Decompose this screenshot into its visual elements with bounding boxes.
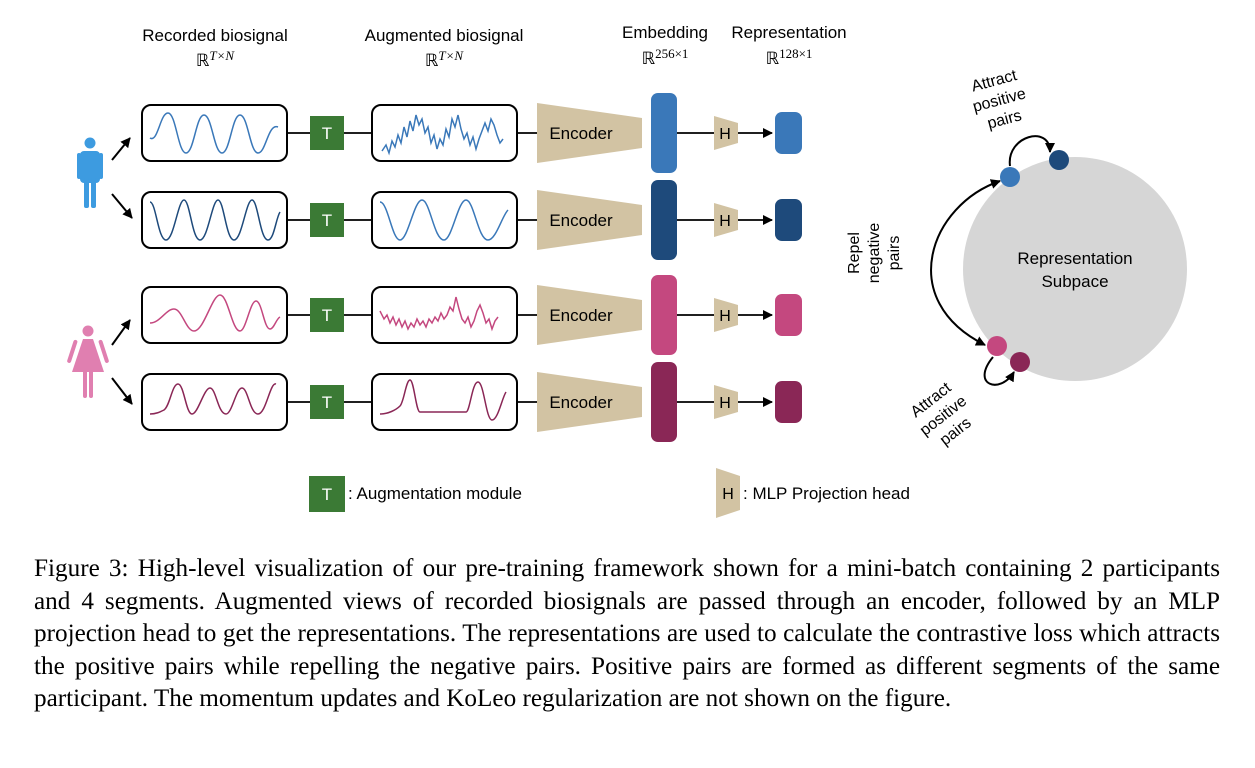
subspace-label-line1: Representation <box>1017 249 1132 268</box>
recorded-signal-trace <box>149 294 281 332</box>
augmented-biosignal-title: Augmented biosignal <box>365 26 524 45</box>
augmented-signal-box <box>371 286 518 344</box>
embedding-point-pink-light <box>987 336 1007 356</box>
legend-projection-head-text: : MLP Projection head <box>743 484 910 503</box>
augmented-biosignal-dimension: ℝT×N <box>425 48 464 70</box>
attract-top-label: Attract positive pairs <box>970 67 1028 133</box>
representation-vector <box>775 199 802 241</box>
embedding-bar <box>651 93 677 173</box>
recorded-signal-box <box>141 191 288 249</box>
representation-vector <box>775 381 802 423</box>
encoder-block <box>537 285 642 345</box>
encoder-block <box>537 372 642 432</box>
augmented-signal-trace <box>379 296 499 332</box>
pipeline-row-3: T Encoder H <box>141 275 802 355</box>
augmentation-module-label: T <box>322 393 332 412</box>
representation-title: Representation <box>731 23 846 42</box>
embedding-bar <box>651 362 677 442</box>
legend-projection-head-symbol <box>716 468 740 518</box>
embedding-dimension: ℝ256×1 <box>642 46 689 68</box>
representation-vector <box>775 294 802 336</box>
male-participant-icon <box>77 137 103 208</box>
embedding-point-blue-light <box>1000 167 1020 187</box>
svg-text:Repel: Repel <box>846 232 863 274</box>
attract-top-arrow <box>1008 135 1055 167</box>
projection-head-label: H <box>719 395 731 412</box>
encoder-block <box>537 103 642 163</box>
augmentation-module-T <box>310 298 344 332</box>
augmented-signal-box <box>371 191 518 249</box>
augmentation-module-T <box>310 116 344 150</box>
representation-dimension: ℝ128×1 <box>766 46 813 68</box>
encoder-block <box>537 190 642 250</box>
framework-diagram: Recorded biosignal ℝT×N Augmented biosig… <box>67 23 1187 518</box>
recorded-signal-box <box>141 373 288 431</box>
projection-head-H <box>714 116 738 150</box>
repel-arrow <box>930 180 1001 346</box>
subspace-circle <box>963 157 1187 381</box>
svg-text:negative: negative <box>866 223 883 284</box>
representation-subspace: Representation Subpace Attract positive … <box>846 67 1187 449</box>
recorded-signal-trace <box>149 383 277 415</box>
pipeline-row-4: T Encoder H <box>141 362 802 442</box>
projection-head-label: H <box>719 126 731 143</box>
attract-bottom-label: Attract positive pairs <box>908 379 975 449</box>
pipeline-row-1: T Encoder H <box>141 93 802 173</box>
embedding-point-blue-dark <box>1049 150 1069 170</box>
augmentation-module-T <box>310 203 344 237</box>
projection-head-label: H <box>719 213 731 230</box>
embedding-point-pink-dark <box>1010 352 1030 372</box>
recorded-signal-trace <box>149 199 281 241</box>
projection-head-label: H <box>719 308 731 325</box>
recorded-signal-box <box>141 104 288 162</box>
encoder-label: Encoder <box>549 211 613 230</box>
augmented-signal-trace <box>379 199 509 241</box>
projection-head-H <box>714 385 738 419</box>
female-participant-icon <box>67 325 109 398</box>
repel-label: Repel negative pairs <box>846 223 903 284</box>
legend-augmentation-symbol-label: T <box>322 485 332 504</box>
projection-head-H <box>714 298 738 332</box>
legend-augmentation-symbol <box>309 476 345 512</box>
subspace-label-line2: Subpace <box>1041 272 1108 291</box>
embedding-bar <box>651 180 677 260</box>
augmented-signal-box <box>371 373 518 431</box>
encoder-label: Encoder <box>549 124 613 143</box>
svg-text:pairs: pairs <box>886 236 903 271</box>
recorded-signal-box <box>141 286 288 344</box>
participant-arrows <box>111 137 133 405</box>
representation-vector <box>775 112 802 154</box>
encoder-label: Encoder <box>549 306 613 325</box>
encoder-label: Encoder <box>549 393 613 412</box>
attract-bottom-arrow <box>983 356 1015 386</box>
recorded-biosignal-title: Recorded biosignal <box>142 26 288 45</box>
augmentation-module-label: T <box>322 306 332 325</box>
legend-augmentation-text: : Augmentation module <box>348 484 522 503</box>
legend: T : Augmentation module H : MLP Projecti… <box>309 468 910 518</box>
pipeline-row-2: T Encoder H <box>141 180 802 260</box>
augmented-signal-trace <box>381 114 504 156</box>
embedding-bar <box>651 275 677 355</box>
augmentation-module-T <box>310 385 344 419</box>
augmentation-module-label: T <box>322 211 332 230</box>
column-headers: Recorded biosignal ℝT×N Augmented biosig… <box>142 23 846 70</box>
embedding-title: Embedding <box>622 23 708 42</box>
augmented-signal-trace <box>379 379 507 421</box>
recorded-biosignal-dimension: ℝT×N <box>196 48 235 70</box>
augmentation-module-label: T <box>322 124 332 143</box>
recorded-signal-trace <box>149 112 279 154</box>
legend-projection-head-symbol-label: H <box>722 486 734 503</box>
projection-head-H <box>714 203 738 237</box>
figure-caption: Figure 3: High-level visualization of ou… <box>34 555 1220 713</box>
